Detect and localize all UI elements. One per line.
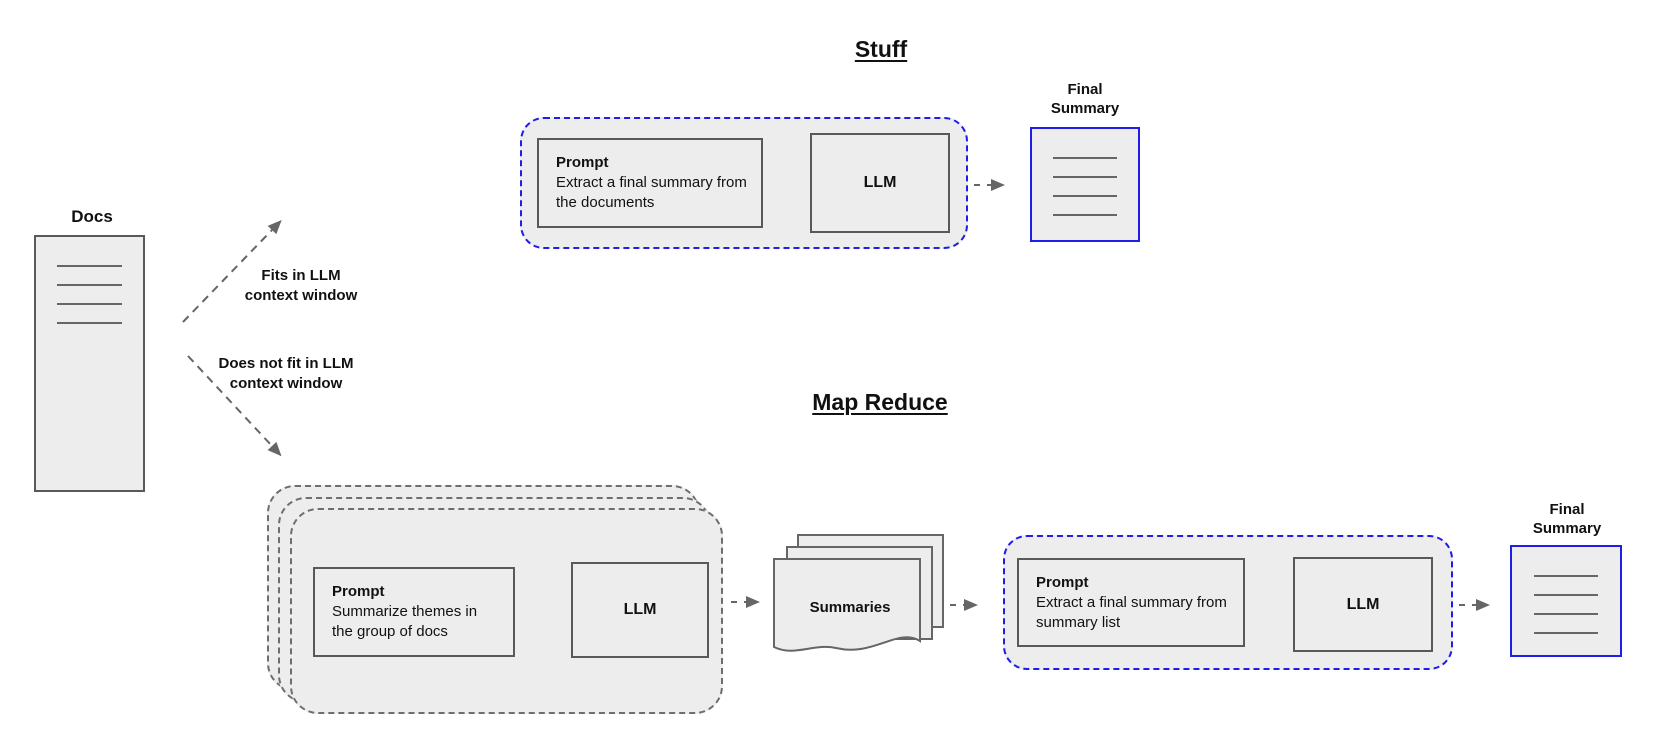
stuff-prompt-body: Extract a final summary from the documen… — [556, 174, 747, 211]
map-llm-box: LLM — [571, 562, 709, 658]
branch-label-fits: Fits in LLM context window — [244, 267, 358, 304]
stuff-final-summary-label: Final Summary — [1050, 81, 1120, 117]
stuff-section-title: Stuff — [854, 36, 908, 62]
stuff-prompt-heading: Prompt — [556, 154, 609, 171]
reduce-final-summary-document — [1510, 545, 1622, 657]
stuff-llm-box: LLM — [810, 133, 950, 233]
stuff-final-summary-document — [1030, 127, 1140, 242]
stuff-prompt-box: Prompt Extract a final summary from the … — [537, 138, 763, 228]
docs-text-lines-icon — [57, 265, 122, 341]
summaries-label: Summaries — [809, 599, 891, 616]
map-prompt-heading: Prompt — [332, 583, 385, 600]
final-summary-text-lines-icon — [1053, 157, 1117, 233]
reduce-final-summary-label: Final Summary — [1532, 501, 1602, 537]
docs-label: Docs — [71, 207, 113, 226]
reduce-prompt-heading: Prompt — [1036, 573, 1089, 591]
map-prompt-box: Prompt Summarize themes in the group of … — [313, 567, 515, 657]
map-prompt-body: Summarize themes in the group of docs — [332, 603, 478, 640]
reduce-prompt-body: Extract a final summary from summary lis… — [1036, 593, 1227, 631]
branch-label-does-not-fit: Does not fit in LLM context window — [218, 355, 354, 392]
map-reduce-section-title: Map Reduce — [812, 389, 948, 415]
docs-document-shape — [34, 235, 145, 492]
reduce-llm-box: LLM — [1293, 557, 1433, 652]
reduce-prompt-box: Prompt Extract a final summary from summ… — [1017, 558, 1245, 647]
final-summary-text-lines-icon — [1533, 575, 1599, 651]
summaries-page-middle — [786, 546, 933, 640]
